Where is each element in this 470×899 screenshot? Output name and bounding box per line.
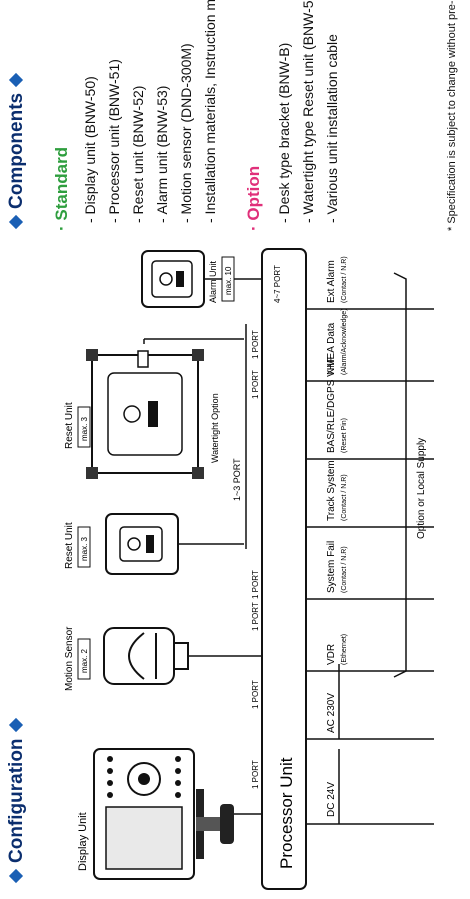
list-item-text: Installation materials, Instruction manu… (202, 0, 218, 215)
input-title: System Fail (326, 541, 337, 593)
port-label: 1 PORT (251, 602, 260, 631)
input-detail: (Contact / N.R) (341, 546, 348, 593)
option-or-local-supply-label: Option or Local Supply (416, 438, 427, 539)
list-item-text: Motion sensor (DND-300M) (178, 43, 194, 215)
option-label: · Option (244, 165, 263, 231)
list-item-text: Reset unit (BNW-52) (130, 85, 146, 215)
list-item: - Processor unit (BNW-51)1set (102, 0, 126, 223)
port-alarm-label: 4~7 PORT (273, 265, 282, 303)
port-label: 1 PORT (251, 370, 260, 399)
list-item-text: Alarm unit (BNW-53) (154, 85, 170, 215)
list-item: - Desk type bracket (BNW-B) (276, 42, 292, 223)
configuration-diagram: Display Unit Motion Sensor max. 2 Reset … (64, 248, 434, 890)
reset-unit-watertight (86, 349, 204, 479)
input-title: BAS/RLE/DGPS VHF (326, 357, 337, 453)
motion-sensor-label: Motion Sensor (64, 626, 75, 691)
configuration-heading: Configuration (6, 716, 28, 885)
option-brace (393, 272, 407, 678)
option-list: - Desk type bracket (BNW-B) - Watertight… (272, 0, 344, 223)
display-unit (93, 748, 234, 880)
diamond-icon (8, 718, 24, 733)
diamond-icon (8, 72, 24, 87)
reset-unit (105, 513, 179, 575)
processor-unit (261, 248, 307, 890)
port-label: 1 PORT (251, 570, 260, 599)
list-item-text: Desk type bracket (BNW-B) (276, 42, 292, 215)
input-title: AC 230V (326, 693, 337, 733)
list-item-text: Watertight type Reset unit (BNW-52W) (300, 0, 316, 215)
input-detail: (Contact / N.R) (341, 474, 348, 521)
input-connections: DC 24V AC 230V VDR (Ethernet) System Fai… (306, 256, 434, 825)
components-heading-text: Components (6, 92, 27, 209)
processor-unit-label: Processor Unit (277, 757, 296, 869)
motion-sensor (103, 627, 189, 685)
configuration-heading-text: Configuration (6, 738, 27, 863)
diamond-icon (8, 868, 24, 884)
input-title: Ext Alarm (326, 260, 337, 303)
footnote-text: Specification is subject to change witho… (446, 0, 458, 224)
input-detail: (Reset Pin) (341, 418, 348, 453)
reset-unit-label: Reset Unit (64, 522, 75, 569)
reset-unit-2-label: Reset Unit (64, 402, 75, 449)
max-tag: max. 3 (80, 416, 89, 441)
display-unit-label: Display Unit (77, 812, 89, 871)
standard-label: · Standard (52, 146, 71, 231)
diamond-icon (8, 214, 24, 230)
alarm-unit (141, 250, 205, 308)
input-title: Track System (326, 460, 337, 521)
list-item: - Display unit (BNW-50)1set (78, 0, 102, 223)
list-item-text: Processor unit (BNW-51) (106, 59, 122, 215)
list-item: - Various unit installation cable (324, 34, 340, 223)
input-detail: (Alarm/Acknowledge) (341, 308, 348, 375)
port-labels: 1 PORT 1 PORT 1 PORT 1 PORT 1 PORT 1 POR… (251, 330, 260, 789)
standard-list: - Display unit (BNW-50)1set - Processor … (78, 0, 222, 223)
input-title: DC 24V (326, 782, 337, 817)
list-item: - Installation materials, Instruction ma… (198, 0, 222, 223)
input-title: NMEA Data (326, 322, 337, 375)
port-label: 1 PORT (251, 760, 260, 789)
watertight-option-label: Watertight Option (210, 393, 220, 463)
list-item-text: Various unit installation cable (324, 34, 340, 215)
max-tag: max. 2 (80, 648, 89, 673)
max-tag: max. 3 (80, 536, 89, 561)
list-item: - Watertight type Reset unit (BNW-52W) (296, 0, 320, 223)
list-item: - Reset unit (BNW-52)2set (126, 0, 150, 223)
alarm-unit-label: Alarm Unit (208, 260, 218, 303)
port-label: 1 PORT (251, 680, 260, 709)
input-detail: (Contact / N.R) (341, 256, 348, 303)
port-bus-label: 1~3 PORT (232, 458, 242, 501)
footnote: * Specification is subject to change wit… (446, 0, 458, 231)
max-tag: max. 10 (224, 266, 233, 295)
option-label-text: Option (244, 165, 263, 221)
input-detail: (Ethernet) (341, 634, 348, 665)
standard-label-text: Standard (52, 146, 71, 221)
components-heading: Components (6, 71, 28, 231)
port-label: 1 PORT (251, 330, 260, 359)
list-item: - Motion sensor (DND-300M)2set (174, 0, 198, 223)
list-item: - Alarm unit (BNW-53)7set (150, 0, 174, 223)
list-item-text: Display unit (BNW-50) (82, 76, 98, 215)
input-title: VDR (326, 644, 337, 665)
